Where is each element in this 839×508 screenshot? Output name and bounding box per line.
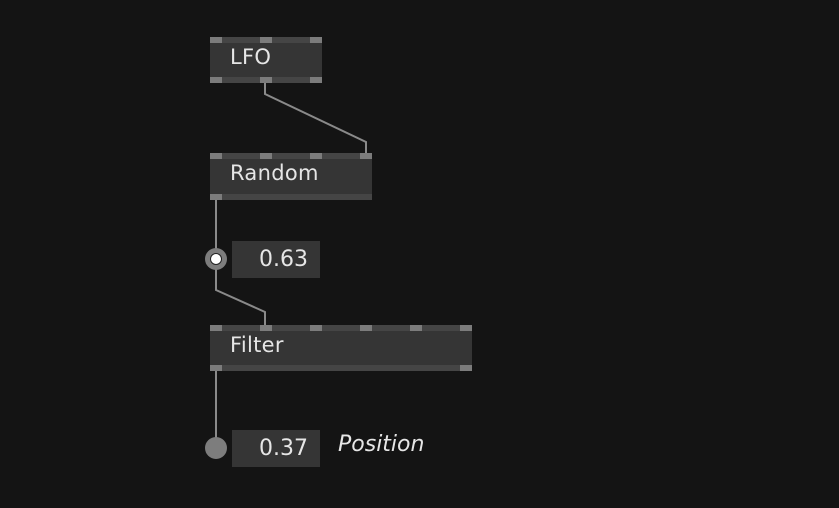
node-random-input-pin-3[interactable] <box>310 153 322 159</box>
node-filter-output-pin-1[interactable] <box>210 365 222 371</box>
iobox-value-random[interactable]: 0.63 <box>232 241 320 278</box>
node-filter-input-pin-2[interactable] <box>260 325 272 331</box>
node-lfo[interactable]: LFO <box>210 37 322 83</box>
node-filter[interactable]: Filter <box>210 325 472 371</box>
node-random-output-bar <box>210 194 372 200</box>
node-random[interactable]: Random <box>210 153 372 200</box>
node-random-input-pin-4[interactable] <box>360 153 372 159</box>
node-filter-input-pin-6[interactable] <box>460 325 472 331</box>
node-filter-label: Filter <box>230 333 284 357</box>
iobox-knob-random-dot <box>210 253 222 265</box>
node-random-input-pin-2[interactable] <box>260 153 272 159</box>
node-lfo-input-pin-1[interactable] <box>210 37 222 43</box>
iobox-value-position[interactable]: 0.37 <box>232 430 320 467</box>
iobox-knob-position[interactable] <box>205 437 227 459</box>
node-lfo-input-pin-3[interactable] <box>310 37 322 43</box>
node-random-input-pin-1[interactable] <box>210 153 222 159</box>
node-filter-input-bar <box>210 325 472 331</box>
iobox-comment-position: Position <box>338 432 425 457</box>
iobox-knob-random[interactable] <box>205 248 227 270</box>
node-random-input-bar <box>210 153 372 159</box>
link-lfo-to-random[interactable] <box>264 83 367 153</box>
node-lfo-output-pin-2[interactable] <box>260 77 272 83</box>
node-random-label: Random <box>230 161 319 185</box>
node-lfo-label: LFO <box>230 45 272 69</box>
node-random-output-pin[interactable] <box>210 194 222 200</box>
node-lfo-input-pin-2[interactable] <box>260 37 272 43</box>
node-lfo-output-pin-3[interactable] <box>310 77 322 83</box>
node-filter-input-pin-4[interactable] <box>360 325 372 331</box>
link-random-to-filter[interactable] <box>215 200 266 325</box>
node-filter-input-pin-5[interactable] <box>410 325 422 331</box>
node-filter-input-pin-3[interactable] <box>310 325 322 331</box>
node-filter-input-pin-1[interactable] <box>210 325 222 331</box>
node-filter-output-bar <box>210 365 472 371</box>
node-lfo-output-pin-1[interactable] <box>210 77 222 83</box>
node-filter-output-pin-2[interactable] <box>460 365 472 371</box>
